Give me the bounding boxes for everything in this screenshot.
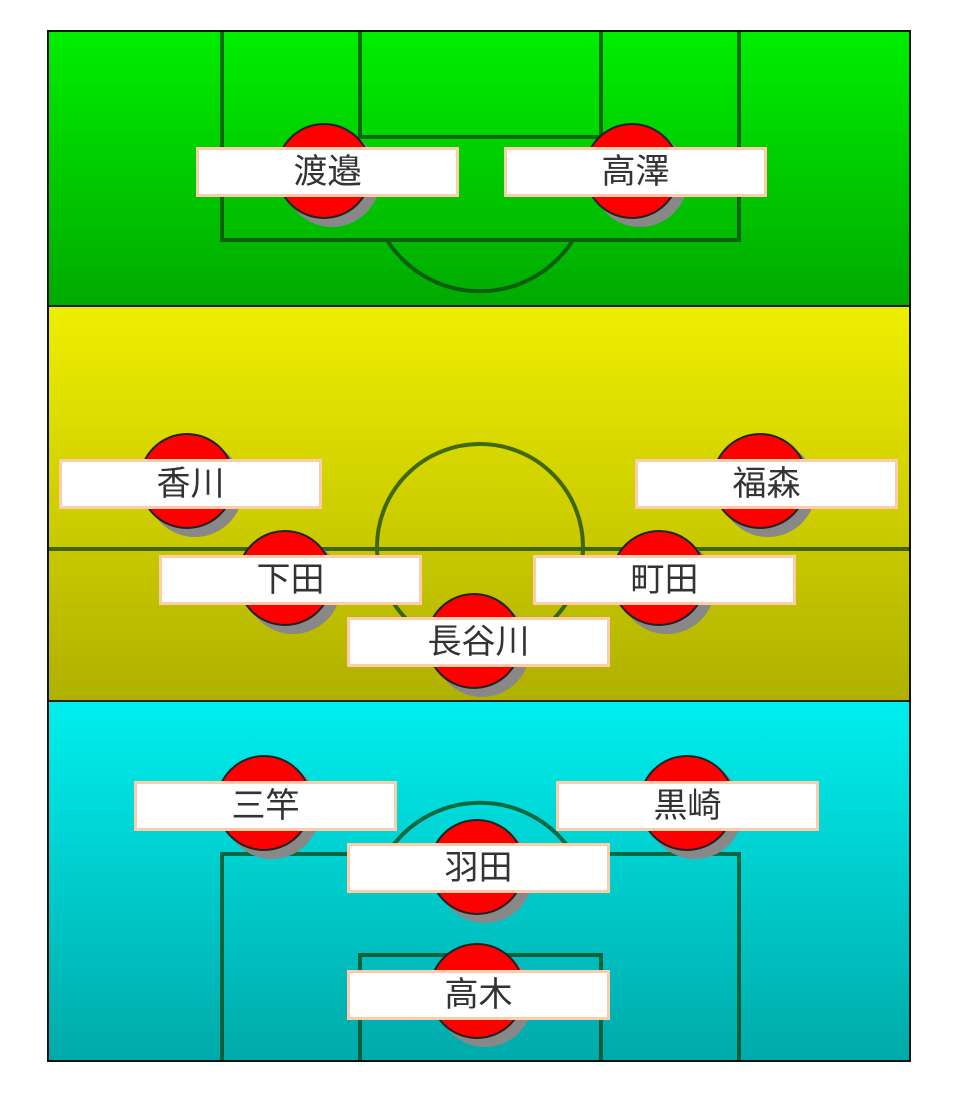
formation-pitch: 渡邉 高澤 香川 福森 下田 町田 長谷川 三竿 黒崎 羽田 高木 xyxy=(47,30,911,1062)
player-name: 黒崎 xyxy=(556,781,819,831)
player-name: 福森 xyxy=(635,459,898,509)
player-name: 町田 xyxy=(533,555,796,605)
player-name: 香川 xyxy=(59,459,322,509)
player-name: 長谷川 xyxy=(347,617,610,667)
player-name: 高木 xyxy=(347,970,610,1020)
player-name: 下田 xyxy=(159,555,422,605)
player-name: 高澤 xyxy=(504,147,767,197)
player-name: 三竿 xyxy=(134,781,397,831)
player-name: 渡邉 xyxy=(196,147,459,197)
player-name: 羽田 xyxy=(347,843,610,893)
